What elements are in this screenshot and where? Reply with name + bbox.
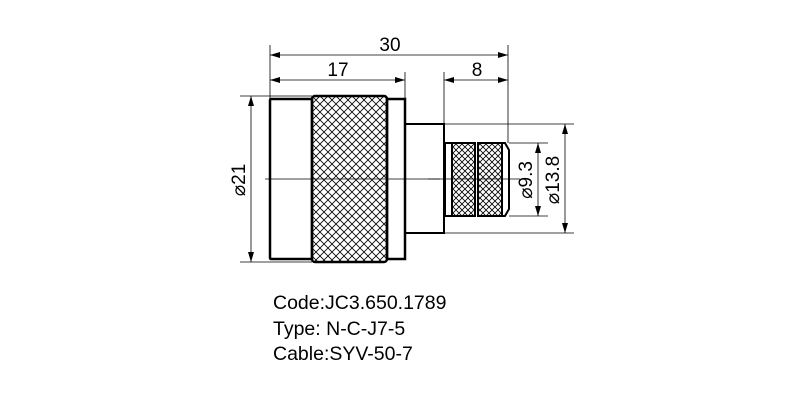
crimp-knurl-1 [451, 142, 476, 217]
dim-label-30: 30 [379, 35, 400, 56]
spec-type: Type: N-C-J7-5 [273, 318, 406, 340]
crimp-collar [444, 142, 453, 217]
dim-label-13-8: ⌀13.8 [543, 156, 564, 204]
dim-label-8: 8 [472, 60, 483, 81]
dim-label-21: ⌀21 [229, 164, 250, 197]
crimp-knurl-2 [477, 142, 503, 217]
connector-body [268, 94, 510, 264]
spec-code: Code:JC3.650.1789 [273, 292, 447, 314]
crimp-tip [502, 142, 510, 217]
dim-label-9-3: ⌀9.3 [516, 161, 537, 199]
spec-cable: Cable:SYV-50-7 [273, 343, 413, 365]
extension-lines [240, 45, 574, 263]
dim-label-17: 17 [327, 60, 348, 81]
neck [404, 123, 445, 234]
